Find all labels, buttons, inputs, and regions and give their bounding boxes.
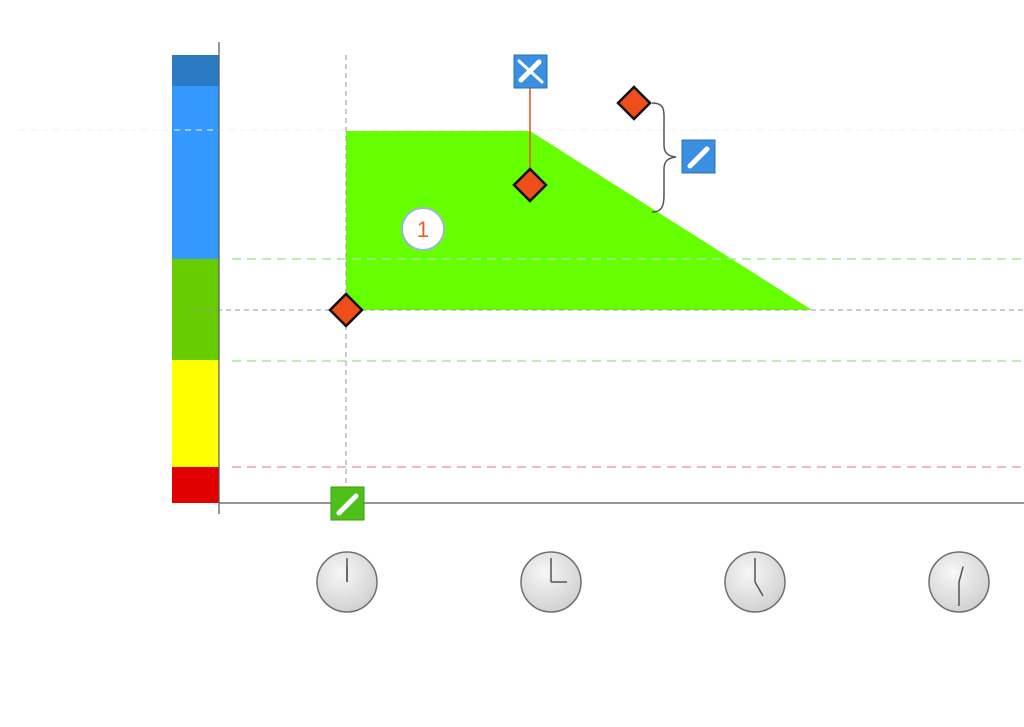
zone-red: [172, 467, 219, 503]
number-badge[interactable]: 1: [401, 207, 445, 251]
clock-icon[interactable]: [724, 551, 786, 613]
pen-crossed-icon[interactable]: [513, 54, 548, 89]
zone-yellow: [172, 360, 219, 467]
clock-icon[interactable]: [520, 551, 582, 613]
clock-hour-hand: [958, 566, 964, 583]
marker-start[interactable]: [328, 292, 364, 328]
clock-icon[interactable]: [928, 551, 990, 613]
clock-hour-hand: [754, 581, 764, 597]
marker-floating[interactable]: [616, 85, 652, 121]
curly-brace: [651, 102, 677, 213]
zone-dark-blue: [172, 55, 219, 86]
marker-peak[interactable]: [512, 167, 548, 203]
pen-icon[interactable]: [681, 139, 716, 174]
zone-blue: [172, 86, 219, 259]
badge-circle: [401, 207, 445, 251]
clock-row: [316, 551, 990, 613]
pen-icon-green[interactable]: [330, 486, 365, 521]
fill-area[interactable]: [346, 131, 812, 310]
badge-label: 1: [417, 217, 429, 242]
clock-icon[interactable]: [316, 551, 378, 613]
zone-scale: [172, 55, 219, 503]
